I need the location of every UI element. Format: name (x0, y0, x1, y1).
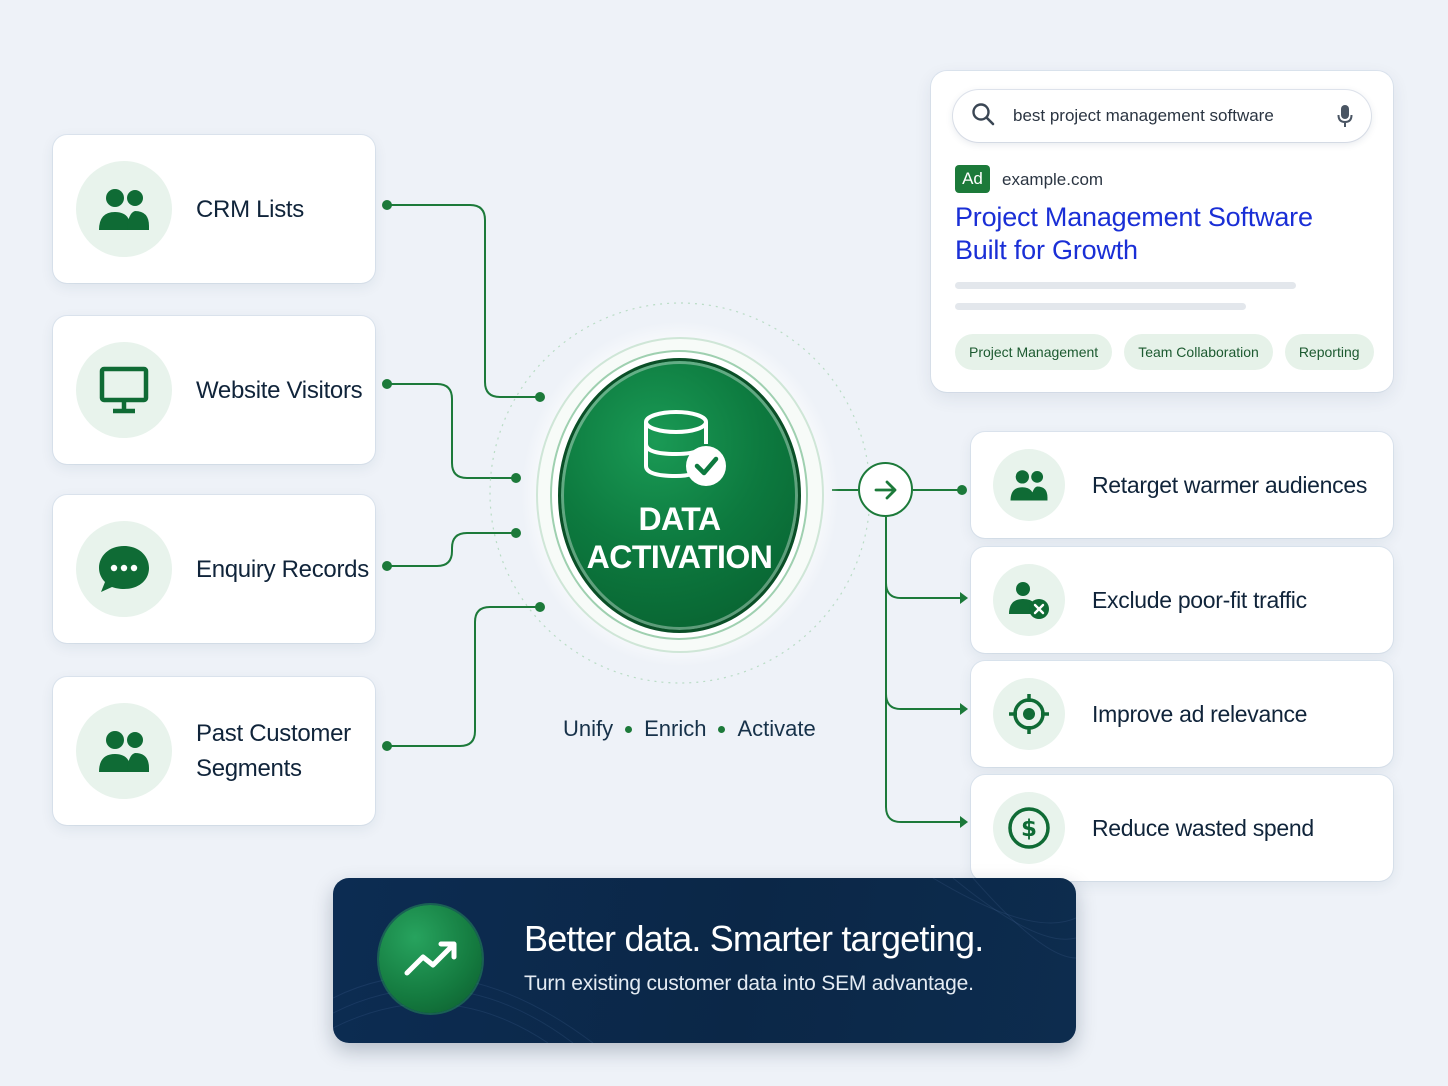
monitor-icon (76, 342, 172, 438)
source-card-website-visitors: Website Visitors (53, 316, 375, 464)
source-card-past-customer-segments: Past Customer Segments (53, 677, 375, 825)
outcome-label: Retarget warmer audiences (1092, 471, 1368, 498)
source-card-crm-lists: CRM Lists (53, 135, 375, 283)
outcome-card-spend: $ Reduce wasted spend (971, 775, 1393, 881)
wire-past (387, 606, 540, 747)
search-query: best project management software (1013, 106, 1274, 125)
wire-dot (535, 392, 545, 402)
wire-website (387, 383, 516, 479)
ad-headline-link[interactable]: Project Management Software Built for Gr… (955, 202, 1313, 265)
sitelink-chips: Project Management Team Collaboration Re… (955, 334, 1374, 370)
source-label: Past Customer Segments (196, 720, 351, 782)
user-exclude-icon (993, 564, 1065, 636)
users-icon (76, 703, 172, 799)
wire-crm (387, 204, 540, 398)
tagline-word: Enrich (644, 716, 707, 741)
wire-trunk (885, 517, 962, 823)
arrow-right-icon (858, 462, 913, 517)
outcome-label: Improve ad relevance (1092, 700, 1308, 727)
outcome-label: Reduce wasted spend (1092, 814, 1314, 841)
sitelink-chip[interactable]: Project Management (955, 334, 1113, 370)
search-ad-preview: best project management software Ad exam… (931, 71, 1393, 392)
outcome-label: Exclude poor-fit traffic (1092, 586, 1307, 613)
wire-dot (382, 379, 392, 389)
source-label: CRM Lists (196, 195, 304, 223)
data-activation-hub (558, 358, 801, 633)
wire-dot (535, 602, 545, 612)
ad-description-placeholder (955, 282, 1296, 289)
bullet-dot (718, 725, 726, 733)
trend-up-icon (379, 905, 482, 1013)
wire-dot (511, 528, 521, 538)
source-card-enquiry-records: Enquiry Records (53, 495, 375, 643)
users-icon (76, 161, 172, 257)
ad-domain: example.com (1002, 170, 1104, 189)
sitelink-chip[interactable]: Team Collaboration (1124, 334, 1273, 370)
wire-exclude (885, 582, 962, 599)
wire-relevance (885, 693, 962, 710)
search-bar[interactable]: best project management software (953, 90, 1371, 142)
wire-dot (382, 741, 392, 751)
source-label: Enquiry Records (196, 555, 369, 583)
arrowhead (960, 816, 968, 828)
banner-title: Better data. Smarter targeting. (524, 918, 984, 959)
outcome-card-exclude: Exclude poor-fit traffic (971, 547, 1393, 653)
microphone-icon[interactable] (1337, 104, 1353, 133)
summary-banner: Better data. Smarter targeting. Turn exi… (333, 878, 1076, 1043)
hub-title-line1: DATA (638, 501, 721, 537)
wire-dot (511, 473, 521, 483)
wire-dot (382, 561, 392, 571)
dollar-icon: $ (993, 792, 1065, 864)
chat-bubble-icon (76, 521, 172, 617)
bullet-dot (625, 725, 633, 733)
hub-title-line2: ACTIVATION (586, 539, 773, 575)
outcome-card-retarget: Retarget warmer audiences (971, 432, 1393, 538)
wire-dot (957, 485, 967, 495)
target-icon (993, 678, 1065, 750)
wire-dot (382, 200, 392, 210)
users-icon (993, 449, 1065, 521)
banner-subtitle: Turn existing customer data into SEM adv… (524, 972, 974, 995)
source-label: Website Visitors (196, 376, 363, 404)
hub-title: DATA ACTIVATION (558, 500, 801, 576)
database-check-icon (642, 408, 728, 493)
arrowhead (960, 703, 968, 715)
svg-text:$: $ (1021, 816, 1037, 842)
tagline-word: Activate (737, 716, 816, 741)
wire-enquiry (387, 532, 516, 567)
ad-description-placeholder (955, 303, 1246, 310)
hub-tagline: Unify Enrich Activate (563, 716, 816, 742)
arrowhead (960, 592, 968, 604)
outcome-card-relevance: Improve ad relevance (971, 661, 1393, 767)
sitelink-chip[interactable]: Reporting (1284, 334, 1374, 370)
search-icon (971, 102, 995, 131)
ad-badge: Ad (955, 165, 990, 193)
tagline-word: Unify (563, 716, 614, 741)
